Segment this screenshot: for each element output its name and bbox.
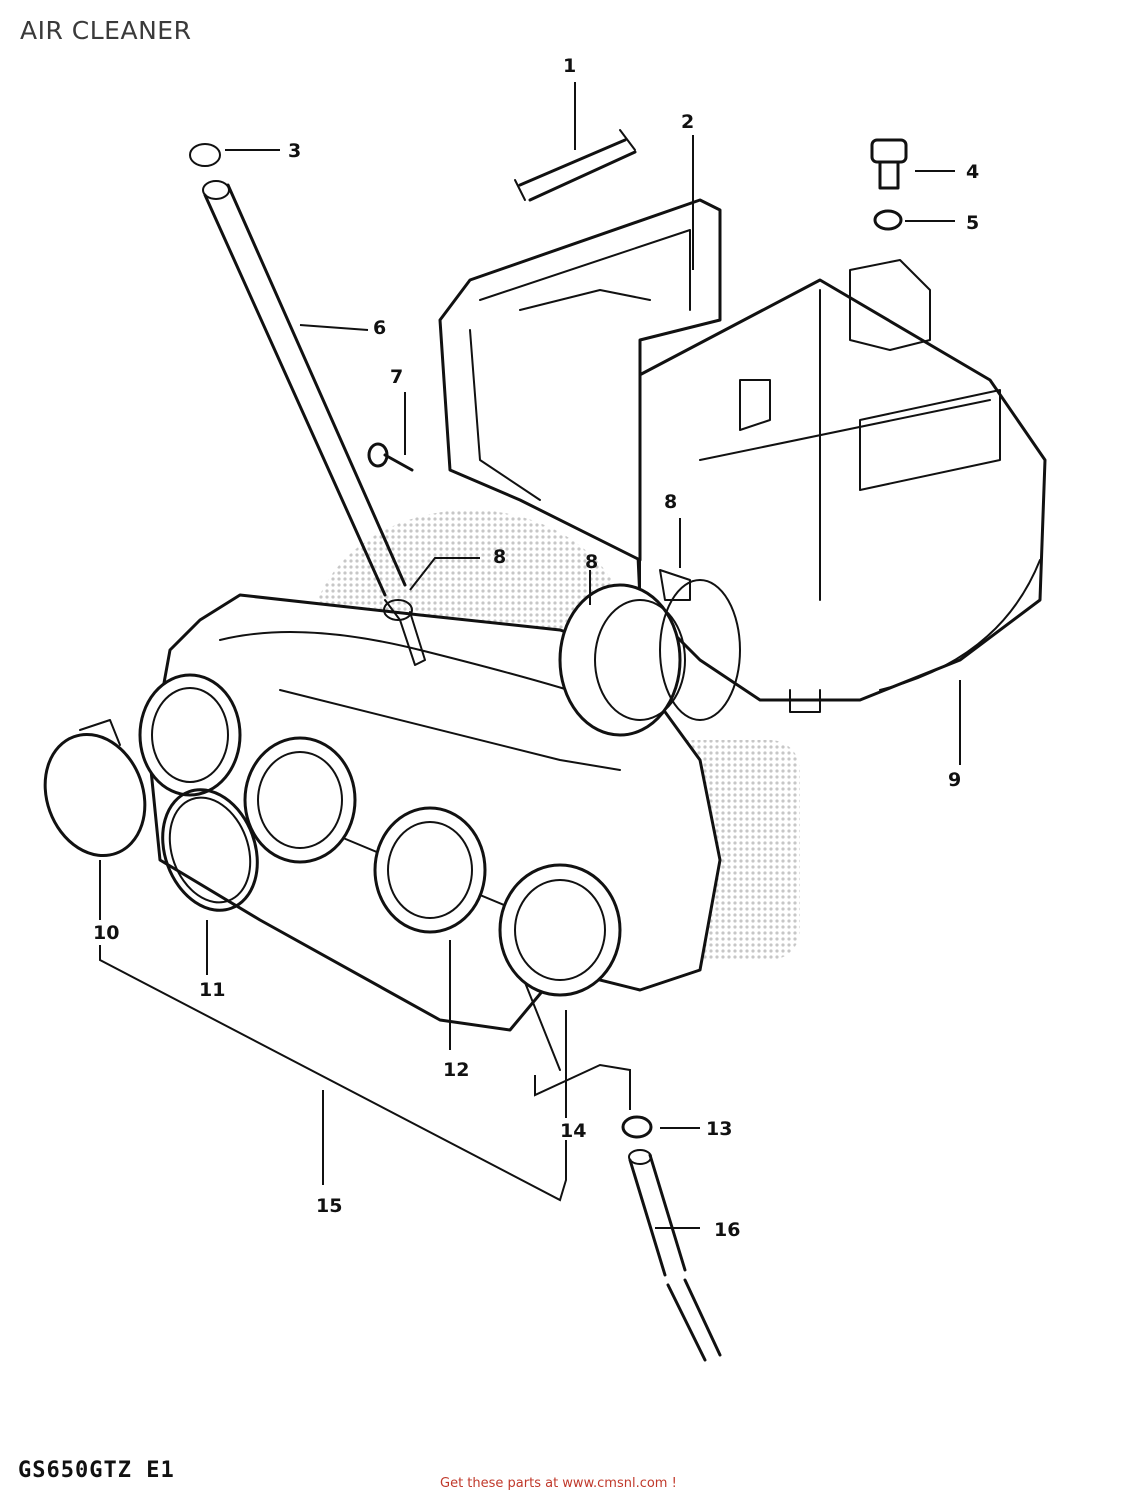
air-cleaner-rear-housing [628, 259, 1047, 713]
clamp-and-joint [43, 719, 259, 912]
callout-1: 15 [316, 1195, 342, 1217]
callout-6: 16 [714, 1219, 740, 1241]
outlet-joint [558, 569, 741, 737]
rod [514, 129, 637, 202]
model-code: GS650GTZ E1 [18, 1458, 175, 1483]
callout-14: 4 [966, 161, 979, 183]
callout-9: 8 [585, 551, 598, 573]
callout-12: 2 [681, 111, 694, 133]
callout-16: 7 [390, 366, 403, 388]
callout-8-middle: 8 [493, 546, 506, 568]
callout-4: 11 [199, 979, 225, 1001]
page-title: AIR CLEANER [20, 16, 192, 45]
drain-hose [621, 1115, 722, 1362]
callout-11: 9 [948, 769, 961, 791]
screw [367, 442, 414, 472]
callout-7: 6 [373, 317, 386, 339]
air-filter-element [438, 198, 722, 562]
parts-link[interactable]: Get these parts at www.cmsnl.com ! [440, 1476, 677, 1491]
callout-8-top: 3 [288, 140, 301, 162]
bolt-and-washer [870, 138, 908, 231]
callout-5: 10 [93, 922, 119, 944]
callout-10: 8 [664, 491, 677, 513]
box-intake-ports [138, 673, 622, 997]
callout-13: 1 [563, 55, 576, 77]
leader-lines [99, 82, 961, 1229]
callout-3: 14 [560, 1120, 586, 1142]
callout-15: 5 [966, 212, 979, 234]
callout-8-bottom: 13 [706, 1118, 732, 1140]
breather-hose-upper [189, 143, 426, 666]
callout-2: 12 [443, 1059, 469, 1081]
callout-labels: 1 2 3 4 5 6 7 8 8 8 9 10 11 12 13 14 15 … [93, 55, 979, 1241]
